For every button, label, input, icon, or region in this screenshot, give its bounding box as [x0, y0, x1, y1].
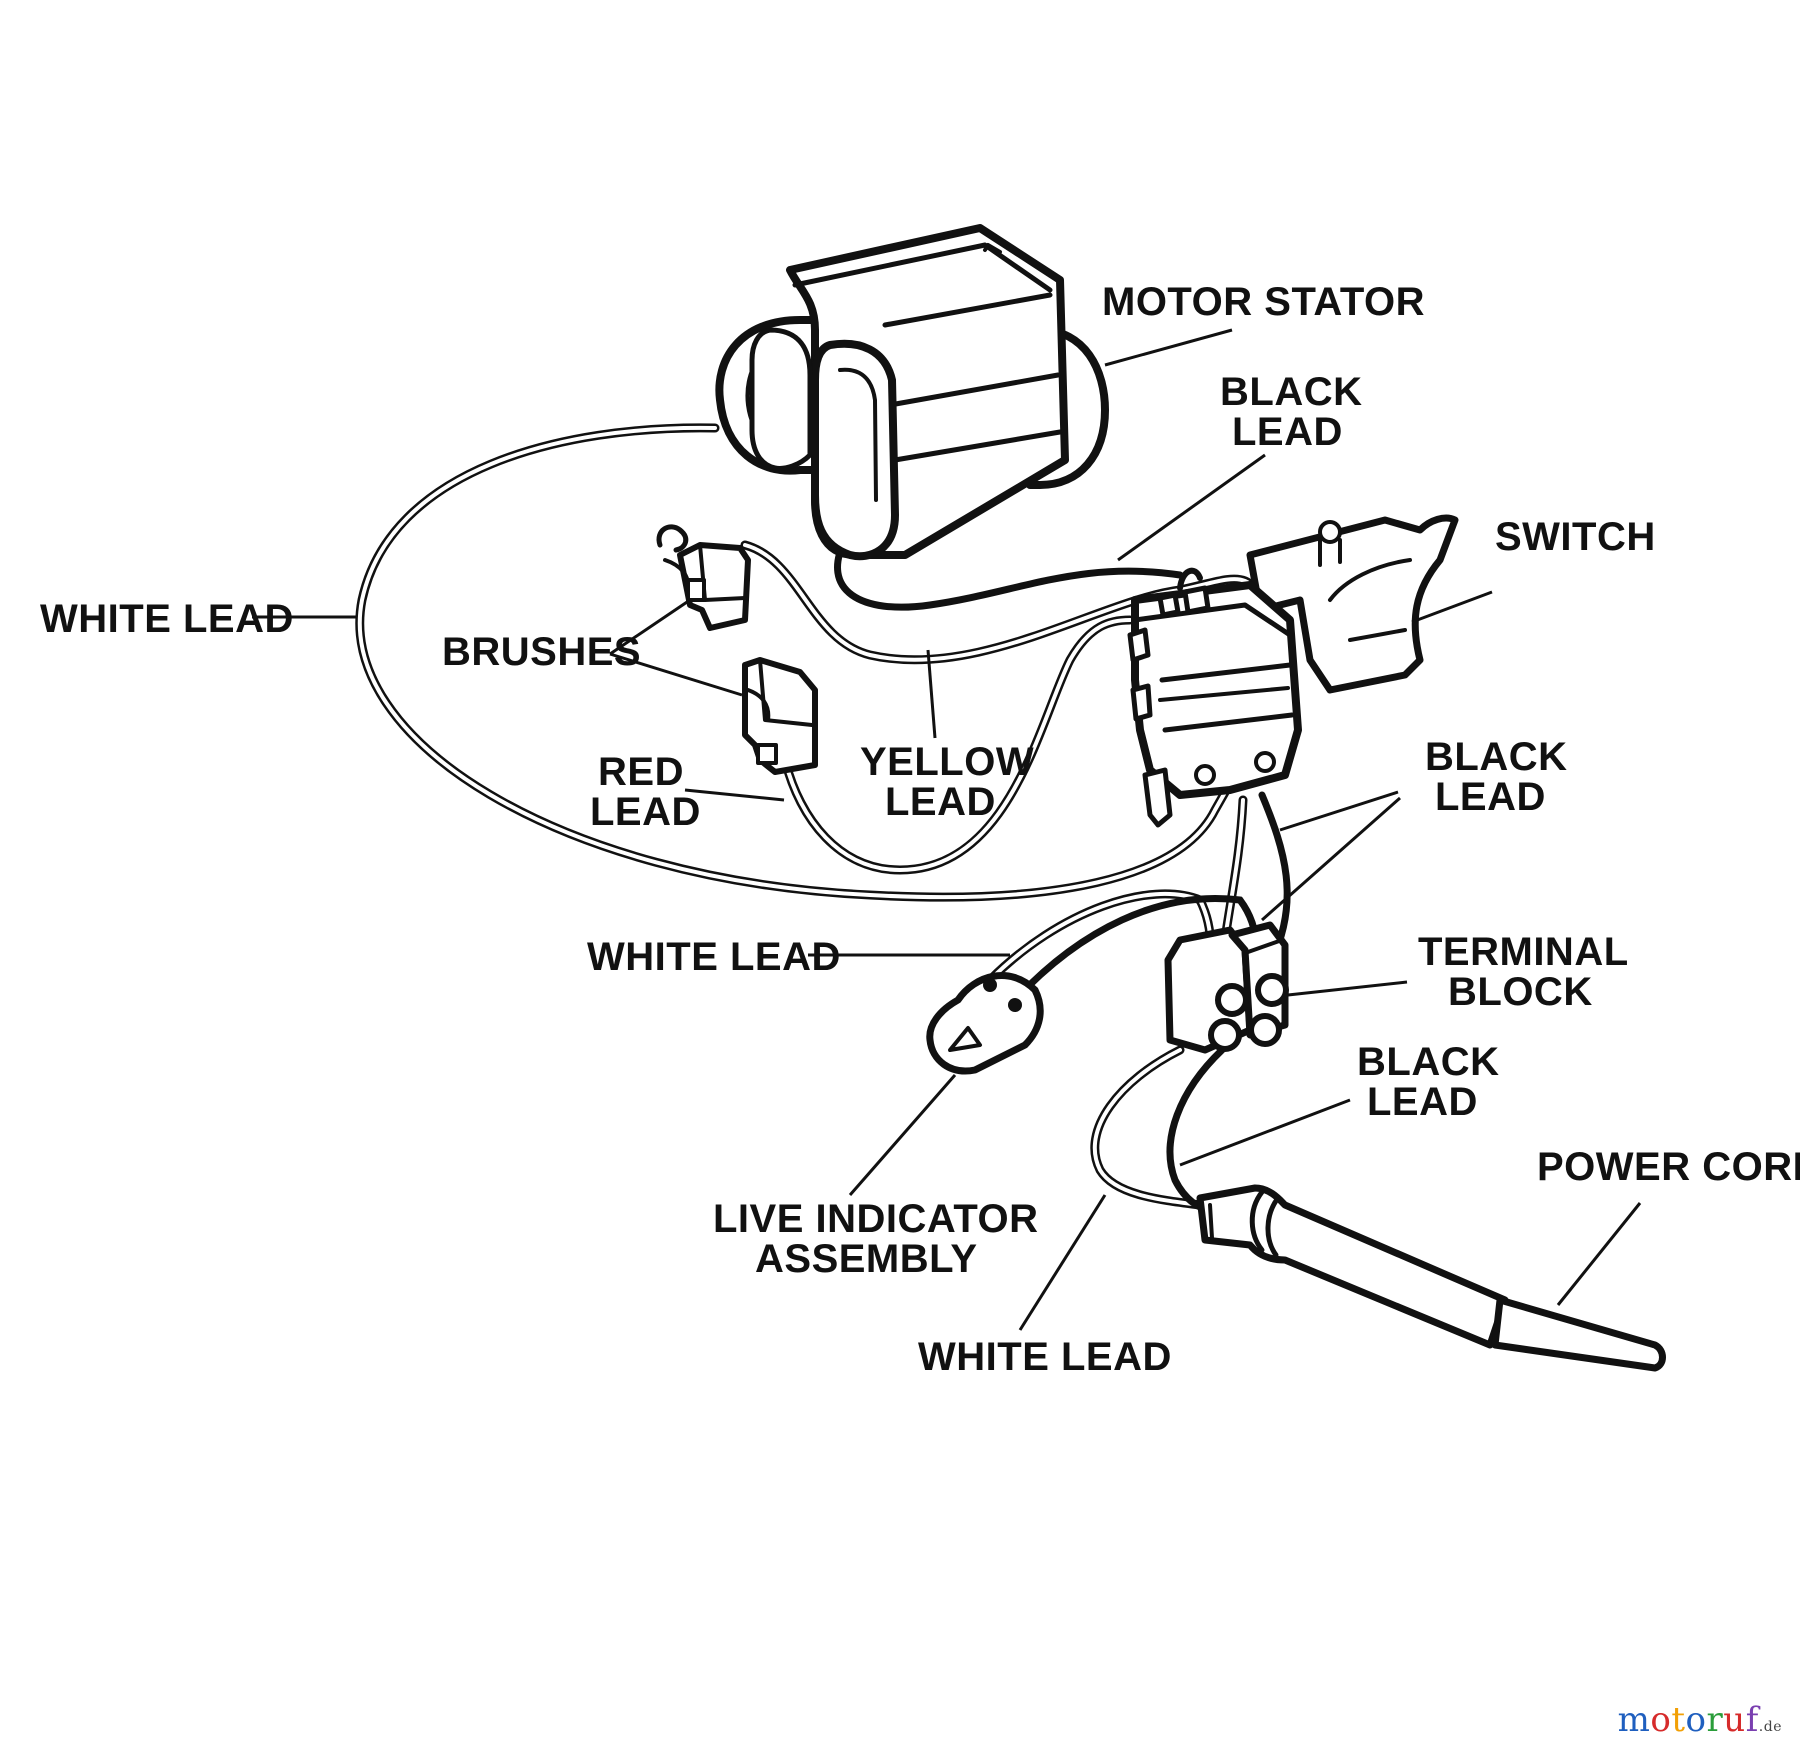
- power-cord: [1196, 1184, 1666, 1372]
- leader-switch: [1411, 590, 1493, 624]
- label-white-lead-bottom: WHITE LEAD: [918, 1335, 1172, 1379]
- leader-black-lead-low: [1179, 1098, 1351, 1167]
- label-black-lead-low-line1: BLACK: [1357, 1040, 1499, 1084]
- switch: [1127, 514, 1459, 828]
- leader-motor-stator: [1104, 328, 1233, 367]
- watermark-letter: f: [1745, 1700, 1759, 1740]
- leader-black-lead-mid-a: [1279, 790, 1399, 832]
- label-red-lead-line2: LEAD: [590, 790, 701, 834]
- terminal-block: [1164, 921, 1289, 1054]
- watermark-letter: u: [1723, 1700, 1746, 1740]
- watermark-letter: o: [1685, 1700, 1707, 1740]
- leader-brushes-upper: [609, 598, 691, 656]
- red-lead-wire: [780, 615, 1135, 875]
- label-black-lead-low-line2: LEAD: [1367, 1080, 1478, 1124]
- watermark-letter: m: [1617, 1700, 1651, 1740]
- leader-white-lead-bottom: [1018, 1194, 1107, 1331]
- label-switch: SWITCH: [1495, 515, 1656, 559]
- brush-upper: [656, 524, 751, 631]
- watermark-letter: t: [1671, 1700, 1686, 1740]
- leader-black-lead-mid-b: [1261, 796, 1401, 922]
- label-black-lead-top-line2: LEAD: [1232, 410, 1343, 454]
- leader-yellow-lead: [926, 649, 937, 739]
- label-live-indicator-line1: LIVE INDICATOR: [713, 1197, 1039, 1241]
- brush-lower: [742, 657, 818, 775]
- leader-red-lead: [684, 788, 785, 802]
- label-black-lead-mid-line1: BLACK: [1425, 735, 1567, 779]
- cord-black-wire: [1166, 1046, 1226, 1216]
- cord-white-wire: [1090, 1045, 1205, 1210]
- label-yellow-lead-line1: YELLOW: [860, 740, 1034, 784]
- motor-stator: [715, 224, 1109, 561]
- watermark-letter: o: [1650, 1700, 1672, 1740]
- label-brushes: BRUSHES: [442, 630, 641, 674]
- white-lead-loop-wire: [355, 423, 1237, 902]
- leader-live-indicator: [848, 1074, 957, 1196]
- label-power-cord: POWER CORD: [1537, 1145, 1800, 1189]
- label-white-lead-left: WHITE LEAD: [40, 597, 294, 641]
- yellow-lead-wire: [740, 540, 1267, 665]
- watermark-suffix: .de: [1758, 1719, 1782, 1735]
- label-motor-stator: MOTOR STATOR: [1102, 280, 1425, 324]
- label-live-indicator-line2: ASSEMBLY: [755, 1237, 978, 1281]
- leader-brushes-lower: [609, 652, 743, 697]
- watermark-name: motoruf: [1618, 1700, 1759, 1740]
- label-black-lead-top-line1: BLACK: [1220, 370, 1362, 414]
- leader-terminal-block: [1287, 980, 1408, 997]
- label-yellow-lead-line2: LEAD: [885, 780, 996, 824]
- watermark-letter: r: [1706, 1700, 1724, 1740]
- label-white-lead-mid: WHITE LEAD: [587, 935, 841, 979]
- leader-power-cord: [1556, 1202, 1642, 1306]
- leader-black-lead-top: [1117, 453, 1266, 562]
- label-terminal-block-line2: BLOCK: [1448, 970, 1593, 1014]
- label-black-lead-mid-line2: LEAD: [1435, 775, 1546, 819]
- watermark-logo: motoruf.de: [1618, 1700, 1782, 1740]
- live-indicator-assembly: [926, 972, 1044, 1075]
- label-red-lead-line1: RED: [598, 750, 684, 794]
- black-lead-stator-wire: [834, 536, 1184, 611]
- label-terminal-block-line1: TERMINAL: [1418, 930, 1629, 974]
